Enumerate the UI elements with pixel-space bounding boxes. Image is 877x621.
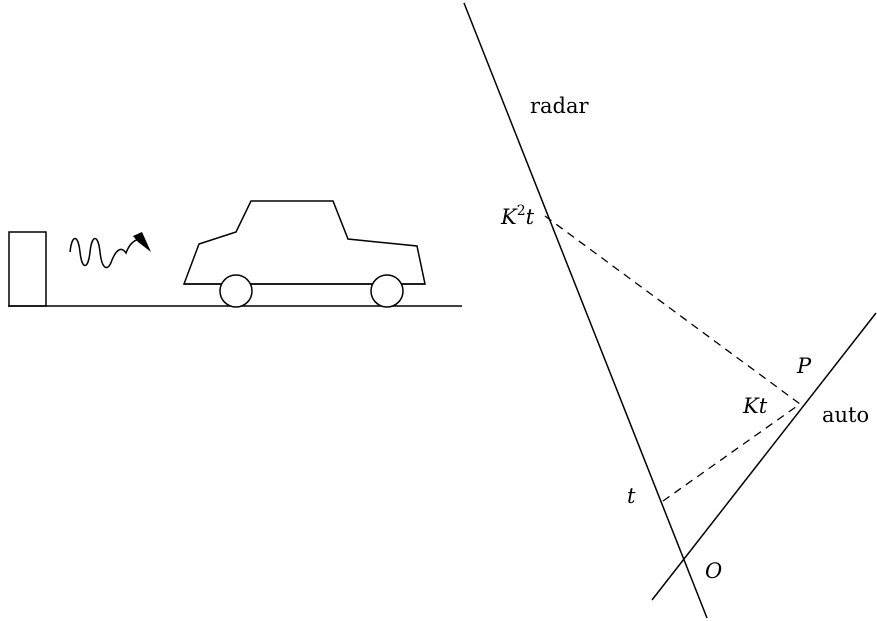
street-scene [8, 200, 462, 308]
label-radar: radar [530, 94, 590, 118]
label-k2t-sup: 2 [517, 203, 526, 219]
label-kt: Kt [742, 394, 768, 418]
reflected-signal-line [544, 215, 801, 405]
car [182, 200, 426, 308]
wave-arrowhead-icon [133, 232, 151, 252]
label-o: O [705, 559, 722, 583]
spacetime-diagram: radar auto K2t Kt P t O [463, 2, 877, 619]
radar-wave [69, 237, 143, 269]
emitted-signal-line [662, 403, 801, 502]
label-k2t-t: t [526, 205, 535, 229]
auto-worldline [651, 312, 877, 601]
label-auto: auto [822, 403, 869, 427]
label-p: P [796, 354, 812, 378]
car-front-wheel [219, 274, 253, 308]
label-k2t: K2t [500, 203, 535, 229]
car-rear-wheel [370, 274, 404, 308]
radar-box [8, 231, 47, 307]
radar-worldline [463, 2, 708, 619]
label-k2t-k: K [500, 205, 518, 229]
label-t: t [627, 484, 636, 508]
car-body [182, 200, 426, 285]
